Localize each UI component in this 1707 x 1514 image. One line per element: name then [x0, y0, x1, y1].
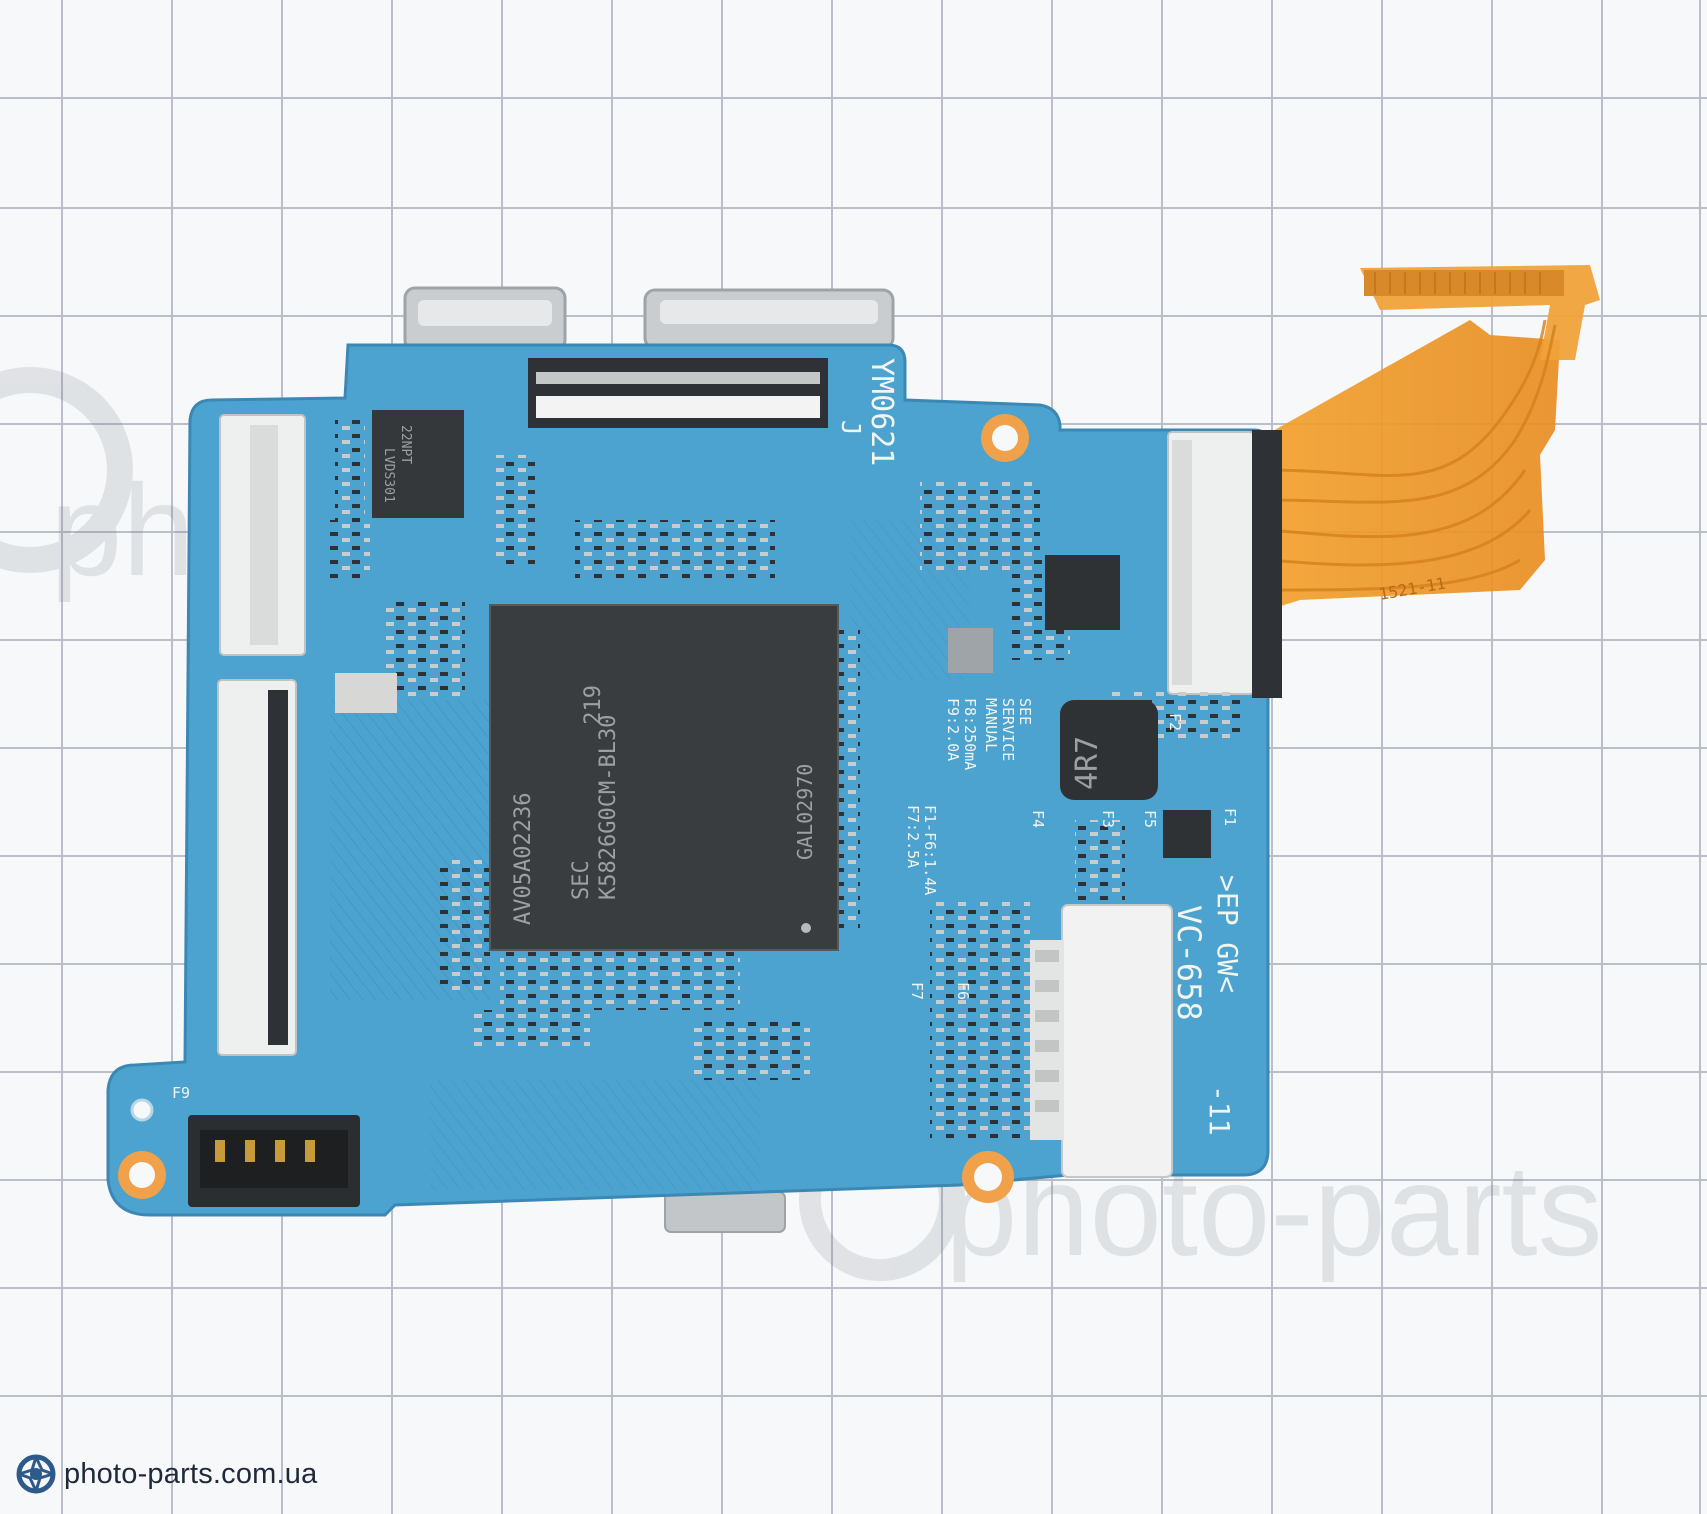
small-ic	[948, 628, 993, 673]
board-name: VC-658	[1170, 905, 1208, 1021]
fuse-note-line5: F9:2.0A	[944, 698, 962, 761]
fuse-label-f9: F9	[172, 1084, 190, 1102]
fuse-labels: F1 F2 F3 F4 F5 F6 F7 F9	[172, 713, 1239, 1102]
lvds-chip-line2: LVDS301	[381, 448, 396, 503]
lvds-chip-line1: 22NPT	[398, 425, 413, 464]
regulator-ic	[1163, 810, 1211, 858]
bottom-header	[188, 1115, 360, 1207]
fuse-label-f7: F7	[908, 982, 926, 1000]
board-model-code: YM0621	[864, 358, 899, 466]
chip-line-lot: AV05A02236	[511, 793, 536, 925]
chip-line-219: 219	[581, 685, 606, 725]
side-connector	[1030, 904, 1173, 1178]
fuse-note-line2: SERVICE	[999, 698, 1017, 761]
brand-logo[interactable]: photo-parts.com.ua	[16, 1452, 317, 1496]
top-connectors	[403, 286, 895, 1233]
chip-line-sec: SEC	[569, 860, 594, 900]
fuse-note: SEE SERVICE MANUAL F8:250mA F9:2.0A F1-F…	[904, 698, 1034, 895]
chip-line-date: GAL02970	[793, 764, 817, 860]
eco-mark: >EP GW<	[1211, 875, 1244, 993]
power-ic	[1045, 555, 1120, 630]
trace-area	[430, 1080, 760, 1190]
flex-cable: 1521-11	[1248, 265, 1600, 690]
fuse-note-line4: F8:250mA	[961, 698, 979, 770]
ribbon-connector-top	[528, 358, 828, 428]
capacitor	[335, 673, 397, 713]
inductor-marking: 4R7	[1070, 736, 1105, 790]
fuse-label-f4: F4	[1029, 810, 1047, 828]
fuse-label-f5: F5	[1141, 810, 1159, 828]
chip-line-part: K5826G0CM-BL30	[596, 715, 621, 900]
fuse-note-line3: MANUAL	[982, 698, 1000, 752]
board-revision: J	[835, 420, 865, 436]
mounting-holes	[118, 414, 1029, 1203]
smd-components	[330, 420, 1240, 1140]
fuse-note-line6: F1-F6:1.4A	[921, 805, 939, 895]
lvds-chip: 22NPT LVDS301	[372, 410, 464, 518]
board-suffix: -11	[1203, 1085, 1236, 1136]
fuse-label-f1: F1	[1221, 808, 1239, 826]
inductor: 4R7	[1060, 700, 1158, 800]
fuse-note-line7: F7:2.5A	[904, 805, 922, 868]
fuse-label-f6: F6	[954, 982, 972, 1000]
left-connectors	[217, 414, 1282, 1056]
watermark-left-text: ph	[50, 457, 195, 603]
fuse-note-line1: SEE	[1016, 698, 1034, 725]
fuse-label-f3: F3	[1099, 810, 1117, 828]
main-processor: 219 K5826G0CM-BL30 SEC AV05A02236 GAL029…	[489, 604, 839, 951]
brand-label: photo-parts.com.ua	[64, 1457, 318, 1490]
camera-aperture-icon	[16, 1454, 56, 1494]
fuse-label-f2: F2	[1166, 713, 1184, 731]
